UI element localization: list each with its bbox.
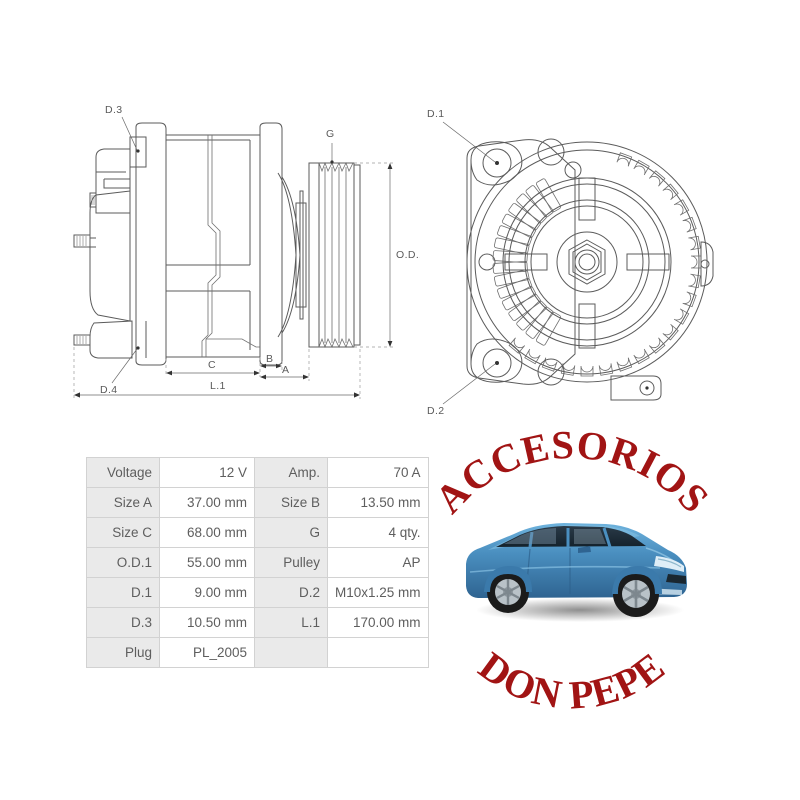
spec-key: L.1 [254, 607, 328, 638]
spec-key: Amp. [254, 457, 328, 488]
label-c: C [208, 359, 216, 371]
spec-key: D.2 [254, 577, 328, 608]
car-image [460, 502, 692, 624]
logo-bottom-text: DON PEPE [471, 643, 673, 718]
spec-value: 170.00 mm [327, 607, 429, 638]
spec-value: 37.00 mm [159, 487, 255, 518]
spec-value: AP [327, 547, 429, 578]
specification-table: Voltage 12 V Amp. 70 A Size A 37.00 mm S… [86, 457, 429, 668]
spec-key: Size A [86, 487, 160, 518]
table-row: Size C 68.00 mm G 4 qty. [86, 517, 429, 548]
label-g: G [326, 128, 335, 140]
spec-value: M10x1.25 mm [327, 577, 429, 608]
spec-value: 13.50 mm [327, 487, 429, 518]
spec-key: Plug [86, 637, 160, 668]
label-l1: L.1 [210, 380, 226, 392]
label-od1: O.D.1 [396, 249, 420, 261]
spec-key [254, 637, 328, 668]
spec-table-body: Voltage 12 V Amp. 70 A Size A 37.00 mm S… [86, 457, 429, 668]
spec-value: 12 V [159, 457, 255, 488]
spec-key: D.1 [86, 577, 160, 608]
spec-value: 10.50 mm [159, 607, 255, 638]
table-row: O.D.1 55.00 mm Pulley AP [86, 547, 429, 578]
spec-value: 68.00 mm [159, 517, 255, 548]
label-d3: D.3 [105, 104, 123, 116]
spec-value: 4 qty. [327, 517, 429, 548]
table-row: D.1 9.00 mm D.2 M10x1.25 mm [86, 577, 429, 608]
table-row: Voltage 12 V Amp. 70 A [86, 457, 429, 488]
spec-key: Size B [254, 487, 328, 518]
spec-key: Pulley [254, 547, 328, 578]
label-d4: D.4 [100, 384, 118, 396]
spec-value: PL_2005 [159, 637, 255, 668]
table-row: D.3 10.50 mm L.1 170.00 mm [86, 607, 429, 638]
table-row: Plug PL_2005 [86, 637, 429, 668]
table-row: Size A 37.00 mm Size B 13.50 mm [86, 487, 429, 518]
spec-key: Size C [86, 517, 160, 548]
spec-value: 70 A [327, 457, 429, 488]
spec-key: Voltage [86, 457, 160, 488]
label-d1: D.1 [427, 108, 445, 120]
technical-drawings: O.D.1 G D.3 D.4 C B A [60, 95, 735, 420]
watermark-logo: ACCESORIOS DON PEPE [412, 421, 732, 717]
spec-value [327, 637, 429, 668]
spec-key: O.D.1 [86, 547, 160, 578]
spec-key: G [254, 517, 328, 548]
spec-key: D.3 [86, 607, 160, 638]
spec-value: 9.00 mm [159, 577, 255, 608]
label-b: B [266, 353, 273, 365]
label-a: A [282, 364, 289, 376]
spec-value: 55.00 mm [159, 547, 255, 578]
alternator-front-view: D.1 D.2 [415, 100, 735, 420]
alternator-side-view: O.D.1 G D.3 D.4 C B A [60, 95, 420, 415]
label-d2: D.2 [427, 405, 445, 417]
